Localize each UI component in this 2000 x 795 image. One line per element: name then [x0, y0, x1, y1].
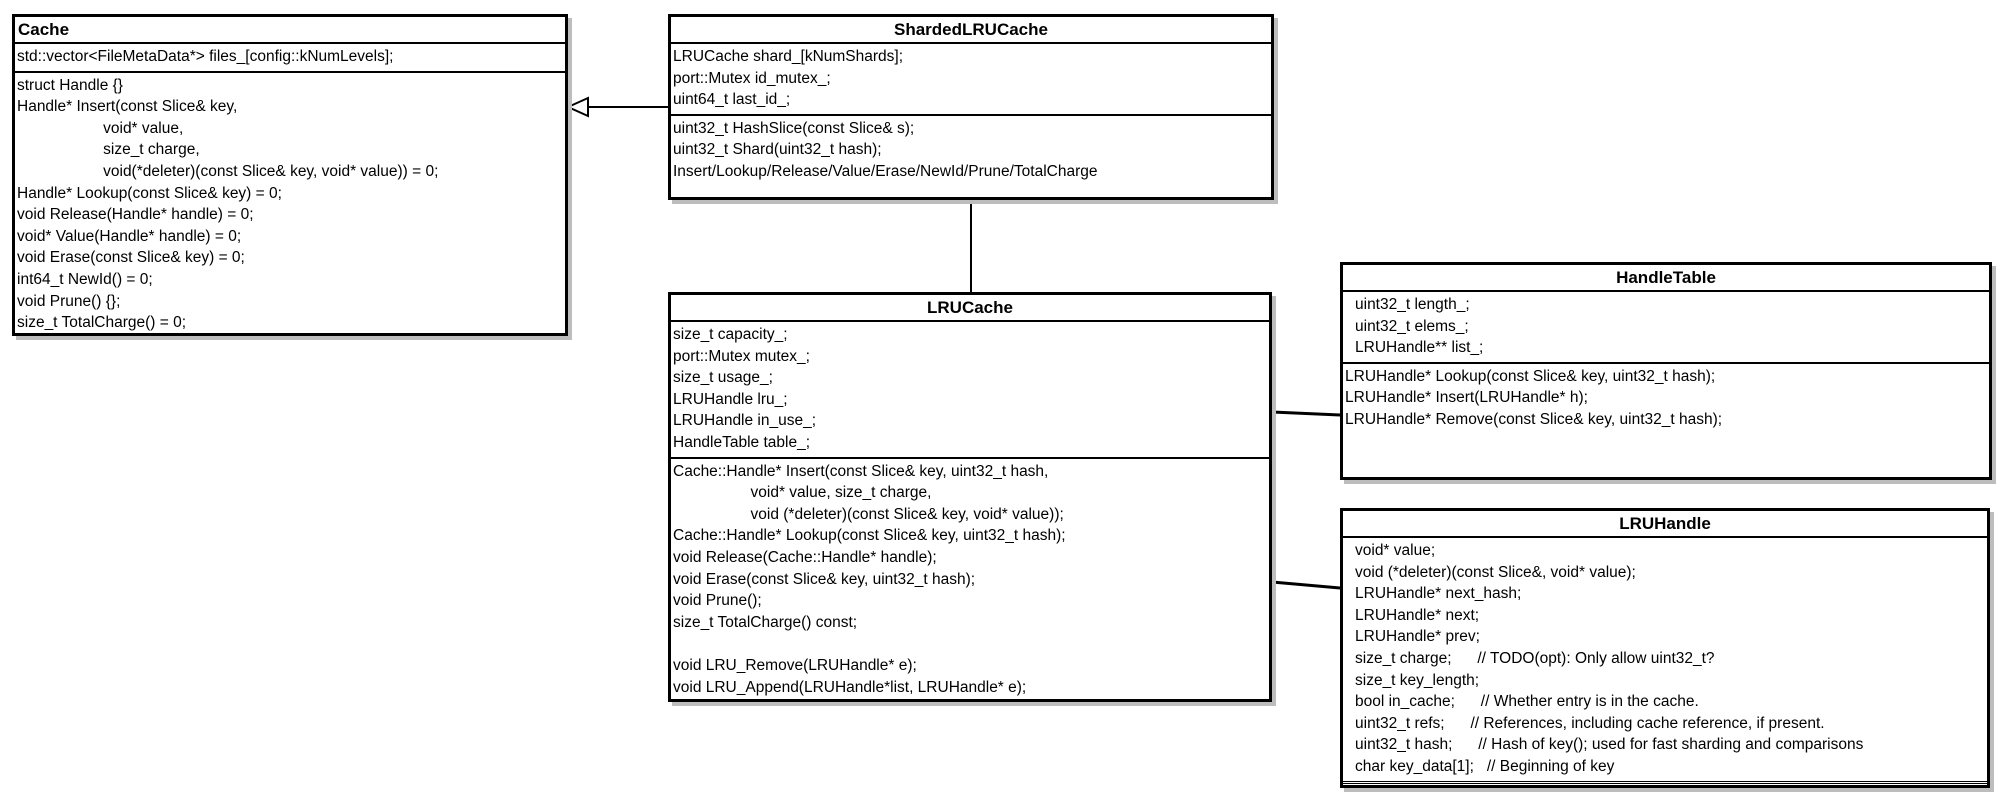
method: Handle* Lookup(const Slice& key) = 0; — [17, 184, 282, 202]
method: void* value, size_t charge, — [673, 484, 932, 502]
methods-compartment: struct Handle {} Handle* Insert(const Sl… — [15, 73, 565, 337]
lrucache-handletable-association — [1271, 410, 1341, 417]
field: port::Mutex id_mutex_; — [673, 69, 831, 87]
field: LRUHandle* next; — [1355, 606, 1480, 624]
method: void Release(Handle* handle) = 0; — [17, 206, 254, 224]
method: LRUHandle* Insert(LRUHandle* h); — [1345, 389, 1588, 407]
fields-compartment: size_t capacity_; port::Mutex mutex_; si… — [671, 322, 1269, 459]
method: void Prune() {}; — [17, 292, 121, 310]
field: uint32_t hash; // Hash of key(); used fo… — [1355, 736, 1864, 754]
method: LRUHandle* Lookup(const Slice& key, uint… — [1345, 367, 1716, 385]
method: LRUHandle* Remove(const Slice& key, uint… — [1345, 410, 1723, 428]
methods-compartment: LRUHandle* Lookup(const Slice& key, uint… — [1343, 364, 1989, 434]
class-title: ShardedLRUCache — [671, 17, 1271, 44]
field: LRUCache shard_[kNumShards]; — [673, 48, 904, 65]
method: Insert/Lookup/Release/Value/Erase/NewId/… — [673, 162, 1098, 180]
method: void Release(Cache::Handle* handle); — [673, 548, 937, 566]
field: char key_data[1]; // Beginning of key — [1355, 757, 1615, 775]
class-title: HandleTable — [1343, 265, 1989, 292]
field: size_t key_length; — [1355, 671, 1480, 689]
blank-line — [673, 633, 1269, 655]
method: uint32_t Shard(uint32_t hash); — [673, 141, 882, 159]
fields-compartment: std::vector<FileMetaData*> files_[config… — [15, 44, 565, 73]
field: std::vector<FileMetaData*> files_[config… — [17, 48, 394, 65]
field: LRUHandle in_use_; — [673, 412, 817, 430]
field: uint32_t refs; // References, including … — [1355, 714, 1825, 732]
methods-compartment: Cache::Handle* Insert(const Slice& key, … — [671, 459, 1269, 702]
method: void Prune(); — [673, 592, 762, 610]
field: size_t usage_; — [673, 369, 773, 387]
method: void LRU_Remove(LRUHandle* e); — [673, 656, 917, 674]
method: int64_t NewId() = 0; — [17, 270, 153, 288]
method: Cache::Handle* Insert(const Slice& key, … — [673, 462, 1049, 480]
field: HandleTable table_; — [673, 433, 811, 451]
field: void* value; — [1355, 542, 1436, 559]
method: void Erase(const Slice& key) = 0; — [17, 249, 245, 267]
class-title: Cache — [15, 17, 565, 44]
fields-compartment: LRUCache shard_[kNumShards]; port::Mutex… — [671, 44, 1271, 116]
field: size_t charge; // TODO(opt): Only allow … — [1355, 649, 1715, 667]
field: port::Mutex mutex_; — [673, 347, 810, 365]
method: void* value, — [17, 119, 184, 137]
field: size_t capacity_; — [673, 326, 788, 343]
method: size_t TotalCharge() = 0; — [17, 314, 187, 332]
method: size_t charge, — [17, 141, 200, 159]
methods-compartment: uint32_t HashSlice(const Slice& s); uint… — [671, 116, 1271, 186]
inheritance-arrowhead — [565, 96, 589, 118]
fields-compartment: void* value; void (*deleter)(const Slice… — [1343, 538, 1987, 784]
method: void Erase(const Slice& key, uint32_t ha… — [673, 570, 976, 588]
method: Handle* Insert(const Slice& key, — [17, 98, 238, 116]
field: uint64_t last_id_; — [673, 91, 791, 109]
class-title: LRUCache — [671, 295, 1269, 322]
fields-compartment: uint32_t length_; uint32_t elems_; LRUHa… — [1343, 292, 1989, 364]
method: void* Value(Handle* handle) = 0; — [17, 227, 242, 245]
field: uint32_t length_; — [1355, 296, 1470, 313]
method: uint32_t HashSlice(const Slice& s); — [673, 119, 915, 137]
class-shardedlrucache: ShardedLRUCache LRUCache shard_[kNumShar… — [668, 14, 1274, 200]
class-title: LRUHandle — [1343, 511, 1987, 538]
method: struct Handle {} — [17, 76, 123, 94]
method: void (*deleter)(const Slice& key, void* … — [673, 505, 1064, 523]
method: void LRU_Append(LRUHandle*list, LRUHandl… — [673, 678, 1027, 696]
field: void (*deleter)(const Slice&, void* valu… — [1355, 563, 1636, 581]
field: LRUHandle** list_; — [1355, 339, 1484, 357]
class-cache: Cache std::vector<FileMetaData*> files_[… — [12, 14, 568, 336]
field: LRUHandle* prev; — [1355, 628, 1480, 646]
field: bool in_cache; // Whether entry is in th… — [1355, 693, 1699, 711]
field: uint32_t elems_; — [1355, 317, 1469, 335]
field: LRUHandle* next_hash; — [1355, 585, 1522, 603]
field: LRUHandle lru_; — [673, 390, 788, 408]
method: Cache::Handle* Lookup(const Slice& key, … — [673, 527, 1066, 545]
method: size_t TotalCharge() const; — [673, 613, 858, 631]
method: void(*deleter)(const Slice& key, void* v… — [17, 162, 439, 180]
lrucache-lruhandle-association — [1271, 580, 1341, 590]
class-lrucache: LRUCache size_t capacity_; port::Mutex m… — [668, 292, 1272, 702]
class-lruhandle: LRUHandle void* value; void (*deleter)(c… — [1340, 508, 1990, 788]
class-handletable: HandleTable uint32_t length_; uint32_t e… — [1340, 262, 1992, 480]
